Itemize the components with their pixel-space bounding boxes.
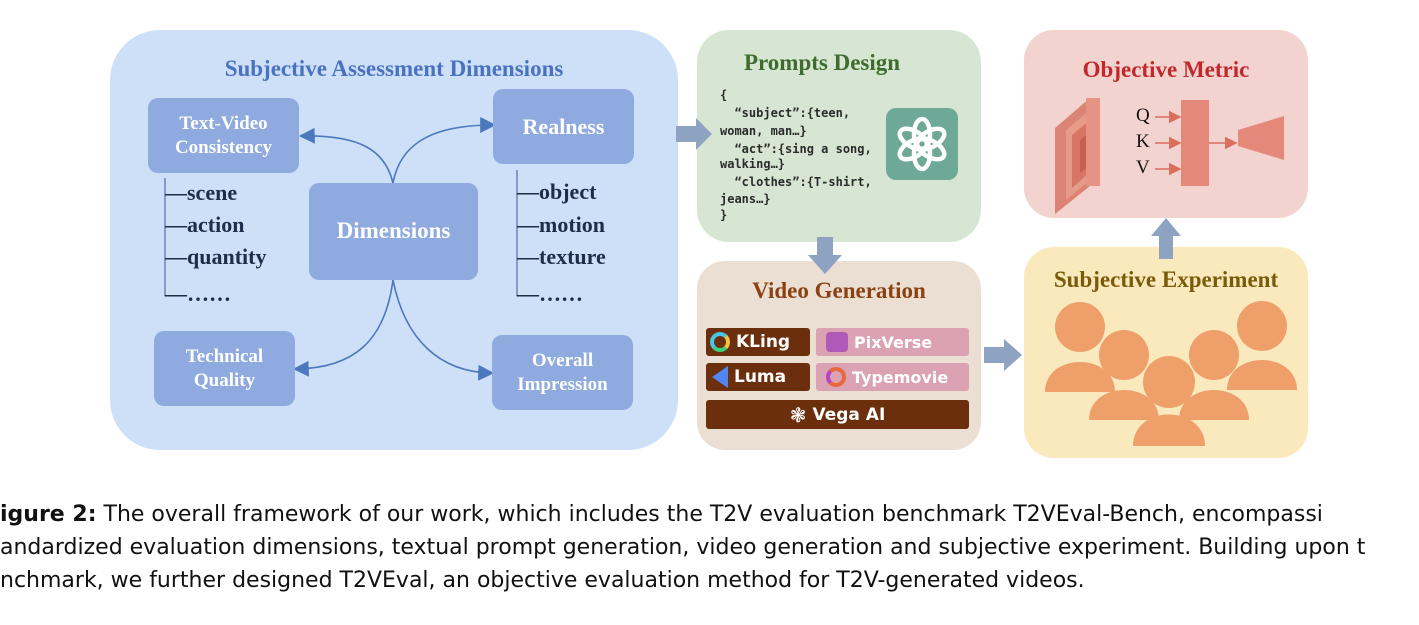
typemovie-label: Typemovie xyxy=(852,367,949,387)
prompts-title: Prompts Design xyxy=(743,50,901,75)
caption-label: igure 2: xyxy=(0,502,97,527)
text-video-item: —…… xyxy=(165,281,231,306)
pixverse-logo: PixVerse xyxy=(816,328,969,356)
kling-icon xyxy=(710,332,730,352)
pixverse-label: PixVerse xyxy=(854,332,933,352)
realness-item: —texture xyxy=(517,244,606,269)
arrow-subjective-to-objective xyxy=(1151,218,1181,259)
chatgpt-logo xyxy=(886,108,958,180)
text-video-consistency-box: Text-Video Consistency xyxy=(148,98,299,173)
technical-quality-box: Technical Quality xyxy=(154,331,295,406)
kling-label: KLing xyxy=(736,332,791,352)
pixverse-icon xyxy=(826,332,848,352)
dimensions-box: Dimensions xyxy=(309,183,478,280)
decoder-block xyxy=(1238,116,1284,160)
text-video-item: —quantity xyxy=(165,244,267,269)
vega-ai-icon: ❃ xyxy=(789,402,807,427)
feature-maps-icon xyxy=(1055,98,1100,214)
realness-item: —…… xyxy=(517,281,583,306)
typemovie-logo: Typemovie xyxy=(816,363,969,391)
k-label: K xyxy=(1136,131,1150,152)
vega-ai-label: Vega AI xyxy=(812,404,886,425)
overall-impression-box: Overall Impression xyxy=(492,335,633,410)
objective-title: Objective Metric xyxy=(1082,57,1250,82)
realness-item: —object xyxy=(517,179,597,204)
text-video-item: —action xyxy=(165,212,245,237)
code-line: woman, man…} xyxy=(720,124,807,138)
code-line: “act”:{sing a song, xyxy=(720,142,872,156)
arrow-to-overall xyxy=(392,279,495,381)
q-label: Q xyxy=(1136,105,1150,126)
video-title: Video Generation xyxy=(752,278,926,303)
code-line: “clothes”:{T-shirt, xyxy=(720,175,872,189)
code-line: walking…} xyxy=(720,157,786,171)
arrow-prompts-to-video xyxy=(808,237,842,274)
caption-line-3: nchmark, we further designed T2VEval, an… xyxy=(0,568,1085,593)
luma-label: Luma xyxy=(734,367,787,387)
code-line: “subject”:{teen, xyxy=(720,106,851,120)
arrow-to-realness xyxy=(392,117,497,184)
realness-box: Realness xyxy=(493,89,634,164)
v-label: V xyxy=(1136,157,1150,178)
kling-logo: KLing xyxy=(706,328,810,356)
people-icon xyxy=(1045,301,1297,446)
arrow-to-technical xyxy=(292,279,394,377)
typemovie-icon xyxy=(826,367,846,387)
arrow-video-to-subjective xyxy=(984,339,1022,371)
realness-item: —motion xyxy=(517,212,605,237)
attention-block xyxy=(1181,100,1209,186)
caption-text-1: The overall framework of our work, which… xyxy=(103,502,1323,527)
vega-ai-logo: ❃ Vega AI xyxy=(706,400,969,429)
luma-logo: Luma xyxy=(706,363,810,391)
dimensions-title: Subjective Assessment Dimensions xyxy=(224,56,564,81)
arrow-to-text-video xyxy=(298,127,394,184)
text-video-item: —scene xyxy=(165,180,238,205)
arrow-dims-to-prompts xyxy=(676,118,712,150)
subjective-title: Subjective Experiment xyxy=(1053,267,1279,292)
caption-line-1: igure 2: The overall framework of our wo… xyxy=(0,499,1323,531)
qkv-arrows xyxy=(1155,110,1238,176)
code-line: jeans…} xyxy=(720,192,771,206)
code-line: { xyxy=(720,88,728,102)
luma-icon xyxy=(712,366,728,388)
caption-line-2: andardized evaluation dimensions, textua… xyxy=(0,535,1366,560)
code-line: } xyxy=(720,208,728,222)
prompts-panel xyxy=(697,30,981,242)
